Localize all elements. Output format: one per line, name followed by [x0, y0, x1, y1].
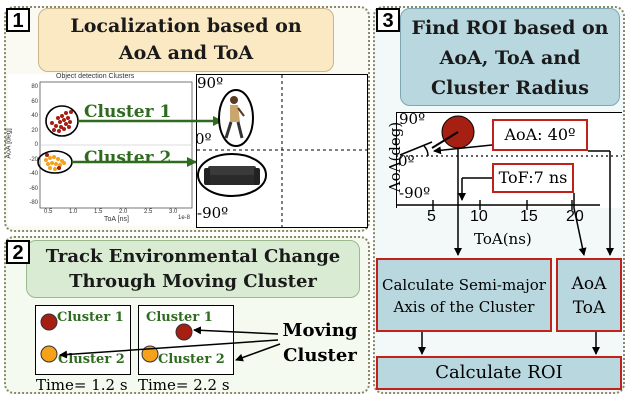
roi-xtick-10: 10 — [470, 208, 488, 225]
aoa-value-text: AoA: 40º — [504, 125, 576, 144]
aoa-output-text: AoA — [571, 274, 607, 294]
frame1-time: Time= 1.2 s — [36, 376, 128, 394]
plot-xtick: 2.5 — [144, 209, 153, 215]
plot-xtick: 1.5 — [94, 209, 103, 215]
plot-ytick: 60 — [31, 98, 38, 105]
panel2-number: 2 — [6, 240, 30, 264]
panel3-title: Find ROI based on AoA, ToA and Cluster R… — [411, 17, 609, 99]
plot-ytick: -80 — [29, 200, 38, 206]
panel3-title-box: Find ROI based on AoA, ToA and Cluster R… — [400, 8, 620, 106]
quadrant-angle-bottom: -90º — [197, 204, 229, 222]
calculate-roi-box: Calculate ROI — [376, 356, 622, 390]
frame2-cluster2-label: Cluster 2 — [158, 352, 225, 367]
roi-angle-ray — [399, 141, 433, 156]
aoa-pointer — [433, 144, 493, 155]
roi-angle-bottom: -90º — [399, 184, 431, 202]
panel1-number: 1 — [6, 8, 30, 32]
roi-xtick-5: 5 — [427, 208, 436, 225]
plot-xtick: 3.0 — [169, 209, 178, 215]
roi-xtick-15: 15 — [520, 208, 538, 225]
cluster-scatter-plot — [8, 74, 196, 226]
plot-xtick: 0.5 — [44, 209, 53, 215]
tof-to-output-arrow — [573, 207, 587, 256]
frame2-cluster1-label: Cluster 1 — [146, 310, 213, 325]
cluster1-ellipse — [45, 105, 79, 137]
frame2-time: Time= 2.2 s — [138, 376, 230, 394]
moving-arrow-1 — [193, 326, 279, 335]
moving-cluster-label: Moving Cluster — [282, 320, 358, 366]
frame1-cluster2-label: Cluster 2 — [58, 352, 125, 367]
cluster1-label: Cluster 1 — [84, 102, 172, 122]
quadrant-angle-mid: 0º — [195, 130, 212, 148]
panel2-title-box: Track Environmental Change Through Movin… — [26, 240, 360, 298]
calculate-roi-text: Calculate ROI — [435, 362, 563, 383]
frame1-cluster1-dot — [40, 313, 58, 331]
panel1-title: Localization based on AoA and ToA — [70, 15, 302, 64]
plot-exponent: 1e-8 — [178, 215, 191, 221]
semi-major-text: Calculate Semi-major Axis of the Cluster — [382, 276, 546, 316]
plot-ytick: -40 — [29, 171, 38, 177]
roi-angle-top: 90º — [399, 110, 426, 128]
plot-title: Object detection Clusters — [56, 73, 135, 80]
roi-xlabel: ToA(ns) — [474, 230, 532, 248]
aoa-toa-box: AoA ToA — [556, 258, 622, 332]
frame2-cluster1-dot — [175, 323, 193, 341]
plot-ytick: 20 — [31, 127, 38, 134]
person-icon — [218, 89, 254, 147]
plot-ytick: -20 — [29, 156, 38, 163]
plot-ytick: 40 — [31, 113, 38, 119]
frame2-cluster2-dot — [141, 345, 159, 363]
frame1-cluster2-dot — [40, 345, 58, 363]
plot-xtick: 2.0 — [119, 209, 128, 215]
quadrant-angle-top: 90º — [197, 74, 224, 92]
plot-xtick: 1.0 — [69, 209, 78, 215]
sofa-icon — [197, 153, 267, 197]
panel2-title: Track Environmental Change Through Movin… — [45, 246, 341, 292]
plot-ytick: 0 — [34, 142, 38, 148]
tof-value-text: ToF:7 ns — [498, 168, 568, 187]
roi-radius-line — [431, 131, 459, 149]
panel1-title-box: Localization based on AoA and ToA — [38, 8, 334, 72]
roi-xtick-20: 20 — [566, 208, 584, 225]
tof-value-box: ToF:7 ns — [492, 163, 574, 193]
plot-ytick: -60 — [29, 185, 38, 192]
frame1-box — [35, 305, 131, 375]
cluster1-points — [50, 110, 73, 133]
semi-major-box: Calculate Semi-major Axis of the Cluster — [376, 258, 552, 332]
moving-arrow-2 — [235, 343, 281, 362]
cluster2-points — [44, 153, 66, 171]
moving-arrow-3 — [59, 339, 279, 359]
plot-ytick: 80 — [31, 84, 38, 90]
aoa-value-box: AoA: 40º — [492, 119, 588, 151]
frame1-cluster1-label: Cluster 1 — [57, 310, 124, 325]
panel3-number: 3 — [376, 8, 400, 32]
toa-output-text: ToA — [572, 298, 606, 318]
plot-xlabel: ToA [ns] — [104, 216, 129, 223]
